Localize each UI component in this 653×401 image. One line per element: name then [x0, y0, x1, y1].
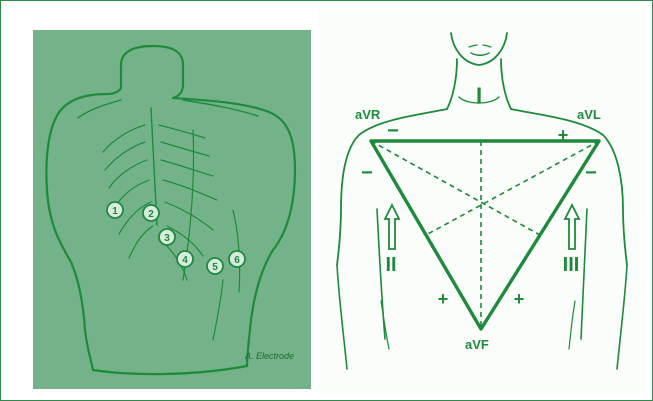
- electrode-caption: A. Electrode: [244, 351, 294, 361]
- electrode-v2: 2: [143, 205, 159, 221]
- lead-i-label: I: [476, 83, 482, 108]
- lead-iii-label: III: [563, 254, 580, 276]
- lead-iii-plus-sign: +: [514, 289, 525, 309]
- avl-label: aVL: [577, 107, 601, 122]
- electrode-v1: 1: [107, 202, 123, 218]
- right-arm-minus-sign: −: [361, 162, 373, 184]
- electrode-label: 3: [164, 233, 170, 244]
- lead-iii-arrow: [565, 205, 579, 249]
- lead-ii-plus-sign: +: [438, 289, 449, 309]
- chest-electrode-panel: 1 2 3 4 5: [33, 30, 311, 389]
- avf-label: aVF: [465, 337, 489, 352]
- electrode-v5: 5: [207, 258, 223, 274]
- lead-ii-label: II: [385, 254, 396, 276]
- torso-right-outline: [173, 98, 295, 366]
- axis-avr: [371, 141, 540, 235]
- left-arm-minus-sign: −: [585, 162, 597, 184]
- electrode-v3: 3: [159, 229, 175, 245]
- einthoven-drawing: I aVR aVL aVF II III − + − − + +: [319, 9, 645, 393]
- electrode-v4: 4: [177, 251, 193, 267]
- neck-outline: [121, 46, 183, 98]
- torso-drawing: 1 2 3 4 5: [33, 30, 311, 389]
- electrode-label: 4: [182, 255, 188, 266]
- avl-plus-sign: +: [558, 125, 569, 145]
- electrode-label: 1: [112, 206, 118, 217]
- torso-bottom-outline: [93, 366, 247, 374]
- avr-label: aVR: [355, 107, 381, 122]
- neck-left-line: [107, 65, 121, 94]
- electrode-v6: 6: [229, 251, 245, 267]
- einthoven-triangle-panel: I aVR aVL aVF II III − + − − + +: [319, 9, 645, 393]
- avr-minus-sign: −: [387, 120, 399, 142]
- einthoven-triangle: [371, 141, 599, 329]
- electrode-label: 5: [212, 262, 218, 273]
- lead-ii-arrow: [385, 205, 399, 249]
- electrode-label: 6: [234, 255, 240, 266]
- torso-left-outline: [46, 94, 107, 370]
- electrode-label: 2: [148, 209, 154, 220]
- chin-outline: [451, 33, 507, 65]
